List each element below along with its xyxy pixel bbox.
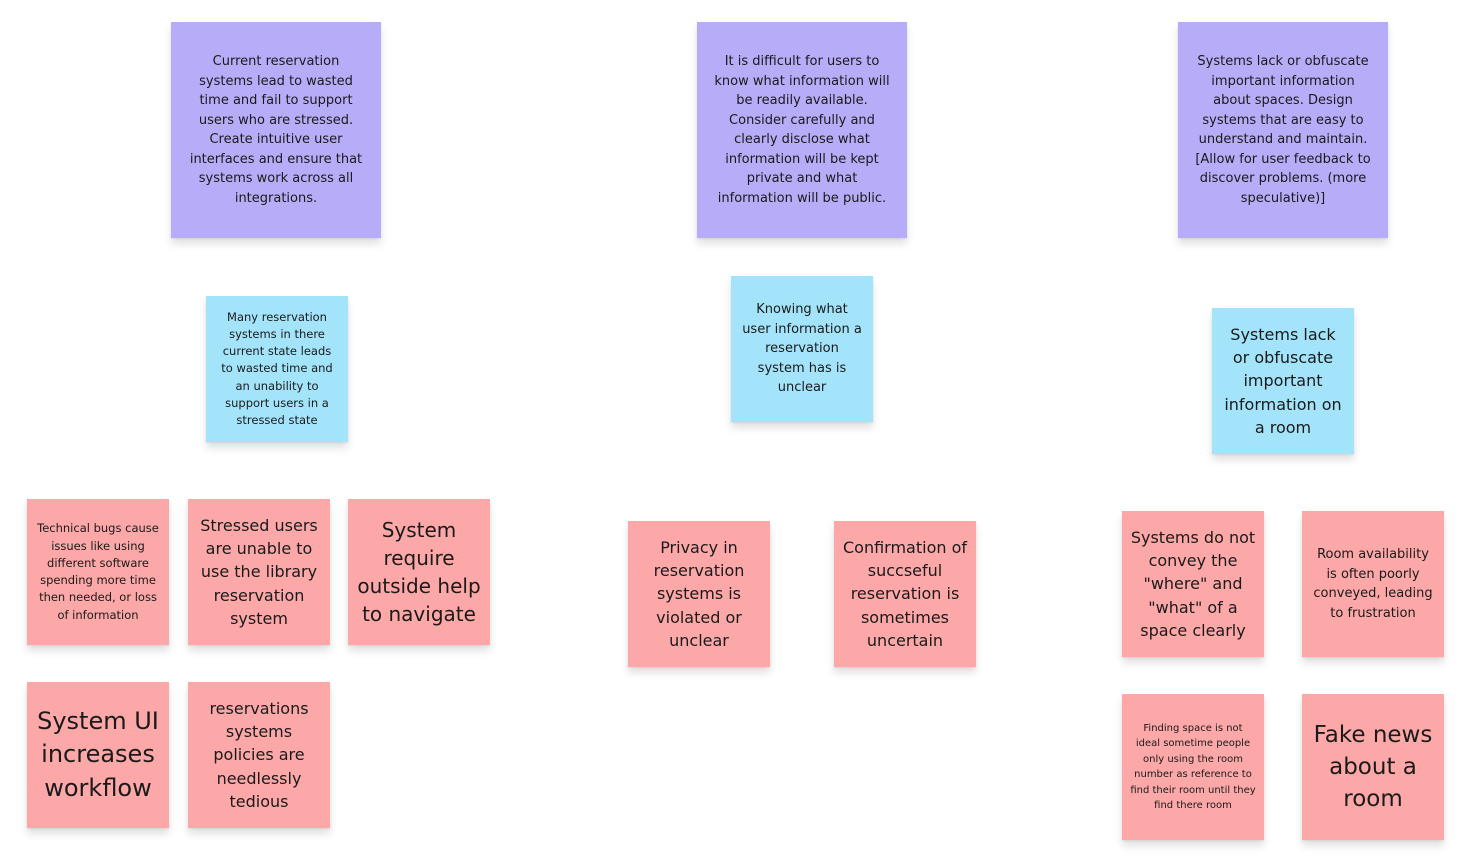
theme-note-1[interactable]: Many reservation systems in there curren… bbox=[206, 296, 348, 442]
insight-note-2[interactable]: It is difficult for users to know what i… bbox=[697, 22, 907, 238]
theme-note-2-text: Knowing what user information a reservat… bbox=[742, 302, 862, 396]
insight-note-1[interactable]: Current reservation systems lead to wast… bbox=[171, 22, 381, 238]
sticky-note-1-3[interactable]: System require outside help to navigate bbox=[348, 499, 490, 645]
sticky-note-1-4-text: System UI increases workflow bbox=[37, 706, 159, 802]
sticky-note-3-1-text: Systems do not convey the "where" and "w… bbox=[1130, 528, 1256, 640]
sticky-note-3-3[interactable]: Finding space is not ideal sometime peop… bbox=[1122, 694, 1264, 840]
sticky-note-1-1[interactable]: Technical bugs cause issues like using d… bbox=[27, 499, 169, 645]
sticky-note-2-2-text: Confirmation of succseful reservation is… bbox=[842, 538, 968, 650]
sticky-note-3-3-text: Finding space is not ideal sometime peop… bbox=[1130, 722, 1256, 812]
sticky-note-3-2-text: Room availability is often poorly convey… bbox=[1313, 547, 1433, 621]
insight-note-3-text: Systems lack or obfuscate important info… bbox=[1195, 54, 1371, 206]
sticky-note-3-4[interactable]: Fake news about a room bbox=[1302, 694, 1444, 840]
sticky-note-1-2[interactable]: Stressed users are unable to use the lib… bbox=[188, 499, 330, 645]
sticky-note-1-4[interactable]: System UI increases workflow bbox=[27, 682, 169, 828]
sticky-note-2-1-text: Privacy in reservation systems is violat… bbox=[653, 538, 745, 650]
sticky-note-1-5[interactable]: reservations systems policies are needle… bbox=[188, 682, 330, 828]
sticky-note-1-2-text: Stressed users are unable to use the lib… bbox=[200, 516, 318, 628]
sticky-note-3-2[interactable]: Room availability is often poorly convey… bbox=[1302, 511, 1444, 657]
sticky-note-3-1[interactable]: Systems do not convey the "where" and "w… bbox=[1122, 511, 1264, 657]
insight-note-2-text: It is difficult for users to know what i… bbox=[714, 54, 890, 206]
sticky-note-1-5-text: reservations systems policies are needle… bbox=[209, 699, 309, 811]
insight-note-3[interactable]: Systems lack or obfuscate important info… bbox=[1178, 22, 1388, 238]
sticky-note-1-1-text: Technical bugs cause issues like using d… bbox=[37, 521, 159, 622]
sticky-note-2-2[interactable]: Confirmation of succseful reservation is… bbox=[834, 521, 976, 667]
sticky-note-2-1[interactable]: Privacy in reservation systems is violat… bbox=[628, 521, 770, 667]
theme-note-3-text: Systems lack or obfuscate important info… bbox=[1224, 325, 1342, 437]
theme-note-2[interactable]: Knowing what user information a reservat… bbox=[731, 276, 873, 422]
insight-note-1-text: Current reservation systems lead to wast… bbox=[189, 54, 363, 206]
theme-note-1-text: Many reservation systems in there curren… bbox=[221, 309, 333, 428]
sticky-note-1-3-text: System require outside help to navigate bbox=[357, 518, 481, 626]
theme-note-3[interactable]: Systems lack or obfuscate important info… bbox=[1212, 308, 1354, 454]
sticky-note-3-4-text: Fake news about a room bbox=[1313, 721, 1433, 813]
